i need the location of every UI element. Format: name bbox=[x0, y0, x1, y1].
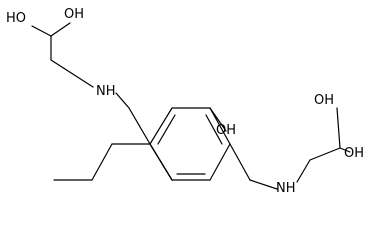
bond-ch2-ring bbox=[128, 107, 151, 145]
bond-ch2-nh bbox=[50, 59, 94, 88]
bond-ring-ch2 bbox=[229, 143, 251, 181]
label-oh-top-left: HO bbox=[6, 11, 26, 26]
bond-ch2-nh-lower bbox=[249, 179, 278, 190]
bond-ch-oh-bottom bbox=[339, 147, 351, 153]
ring-bond-3 bbox=[209, 107, 231, 145]
label-nh-lower: NH bbox=[276, 181, 296, 196]
label-oh-top-right: OH bbox=[64, 7, 84, 22]
bond-nh-ch2-lower bbox=[296, 159, 311, 183]
ring-double-bond-1 bbox=[157, 114, 176, 145]
bond-ring-oh bbox=[209, 107, 227, 132]
label-oh-right-bottom: OH bbox=[344, 146, 364, 161]
label-oh-ring: OH bbox=[216, 123, 236, 138]
chemical-structure: HO OH NH OH NH OH OH bbox=[6, 7, 364, 196]
butyl-bond-1 bbox=[149, 143, 173, 181]
label-oh-right-top: OH bbox=[314, 93, 334, 108]
butyl-bond-3 bbox=[91, 143, 113, 181]
ring-bond-1 bbox=[149, 107, 173, 145]
bond-ch-oh bbox=[50, 22, 71, 37]
bonds bbox=[31, 22, 351, 190]
ring-bond-4 bbox=[209, 143, 231, 181]
bond-ch2-ch bbox=[309, 147, 341, 161]
bond-ho-ch bbox=[31, 25, 52, 37]
atom-labels: HO OH NH OH NH OH OH bbox=[6, 7, 364, 196]
bond-nh-ch2 bbox=[115, 92, 130, 109]
bond-ch-oh-top bbox=[336, 107, 341, 149]
label-nh-upper: NH bbox=[96, 84, 116, 99]
ring-double-bond-2 bbox=[205, 114, 223, 145]
